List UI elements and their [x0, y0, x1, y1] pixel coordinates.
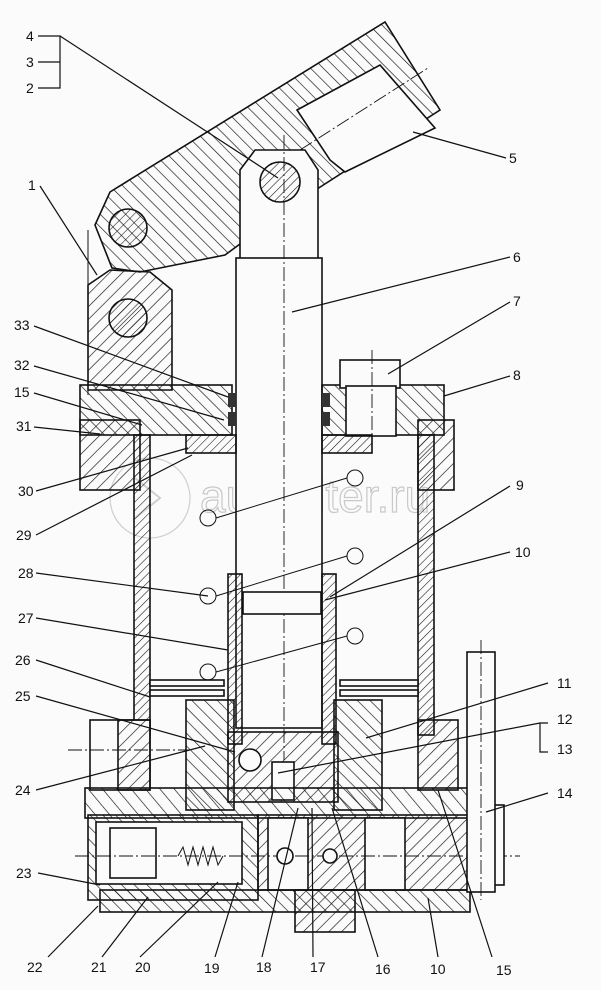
- callout-24: 24: [15, 782, 31, 798]
- lever-handle: [94, 20, 442, 273]
- piston-plates: [149, 679, 419, 697]
- callout-7: 7: [513, 293, 521, 309]
- callout-10-bottom: 10: [430, 961, 446, 977]
- callout-18: 18: [256, 959, 272, 975]
- callout-12: 12: [557, 711, 573, 727]
- right-callouts: 5 6 7 8 9 10 11 12 13 14: [509, 150, 573, 801]
- pump-body-base: [68, 699, 520, 933]
- callout-11: 11: [557, 675, 572, 691]
- leader-lines: [33, 131, 549, 958]
- callout-19: 19: [204, 960, 220, 976]
- callout-33: 33: [14, 317, 30, 333]
- callout-15-left: 15: [14, 384, 30, 400]
- callout-21: 21: [91, 959, 107, 975]
- top-cover: [79, 350, 455, 491]
- callout-9: 9: [516, 477, 524, 493]
- callout-16: 16: [375, 961, 391, 977]
- callout-26: 26: [15, 652, 31, 668]
- callout-27: 27: [18, 610, 34, 626]
- release-valve-rod: [466, 640, 496, 900]
- callout-17: 17: [310, 959, 326, 975]
- link-arm: [87, 208, 173, 395]
- callout-31: 31: [16, 418, 32, 434]
- callout-2: 2: [26, 80, 34, 96]
- callout-32: 32: [14, 357, 30, 373]
- callout-brackets: [38, 35, 548, 753]
- return-spring: [199, 469, 364, 681]
- callout-20: 20: [135, 959, 151, 975]
- callout-10-right: 10: [515, 544, 531, 560]
- outer-cylinder: [133, 434, 435, 736]
- callout-22: 22: [27, 959, 43, 975]
- callout-28: 28: [18, 565, 34, 581]
- callout-4: 4: [26, 28, 34, 44]
- bottom-callouts: 22 21 20 19 18 17 16 10 15: [27, 959, 512, 978]
- callout-13: 13: [557, 741, 573, 757]
- callout-30: 30: [18, 483, 34, 499]
- callout-14: 14: [557, 785, 573, 801]
- left-callouts: 4 3 2 1 33 32 15 31 30 29 28 27 26 25 24…: [14, 28, 36, 881]
- callout-15-bottom: 15: [496, 962, 512, 978]
- callout-23: 23: [16, 865, 32, 881]
- callout-3: 3: [26, 54, 34, 70]
- callout-8: 8: [513, 367, 521, 383]
- piston-rod: [235, 135, 323, 760]
- callout-25: 25: [15, 688, 31, 704]
- callout-29: 29: [16, 527, 32, 543]
- callout-5: 5: [509, 150, 517, 166]
- callout-6: 6: [513, 249, 521, 265]
- callout-1: 1: [28, 177, 36, 193]
